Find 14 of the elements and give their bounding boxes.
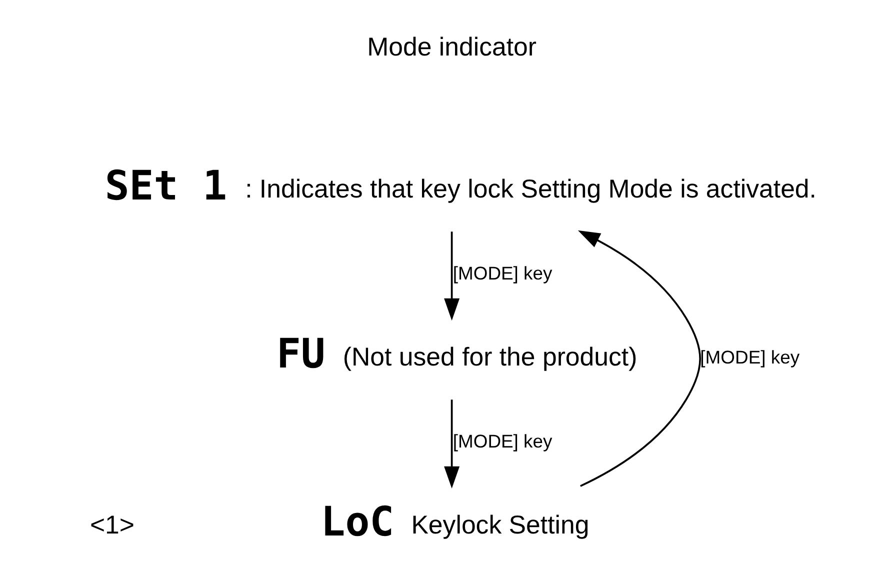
node-text: SEt 1 [104,161,228,210]
node-text: FU [276,329,326,378]
label: <1> [90,512,134,540]
node-text: LoC [320,497,394,546]
node-label: : Indicates that key lock Setting Mode is activated. [245,176,816,204]
edge-label: [MODE] key [700,346,800,368]
arrow [444,232,460,321]
node-label: (Not used for the product) [342,344,638,372]
edge-label: [MODE] key [452,262,552,284]
arrow [578,230,702,487]
arrow [444,400,460,489]
label: Mode indicator [367,34,537,62]
node-label: Keylock Setting [411,512,590,540]
edge-label: [MODE] key [452,430,552,452]
